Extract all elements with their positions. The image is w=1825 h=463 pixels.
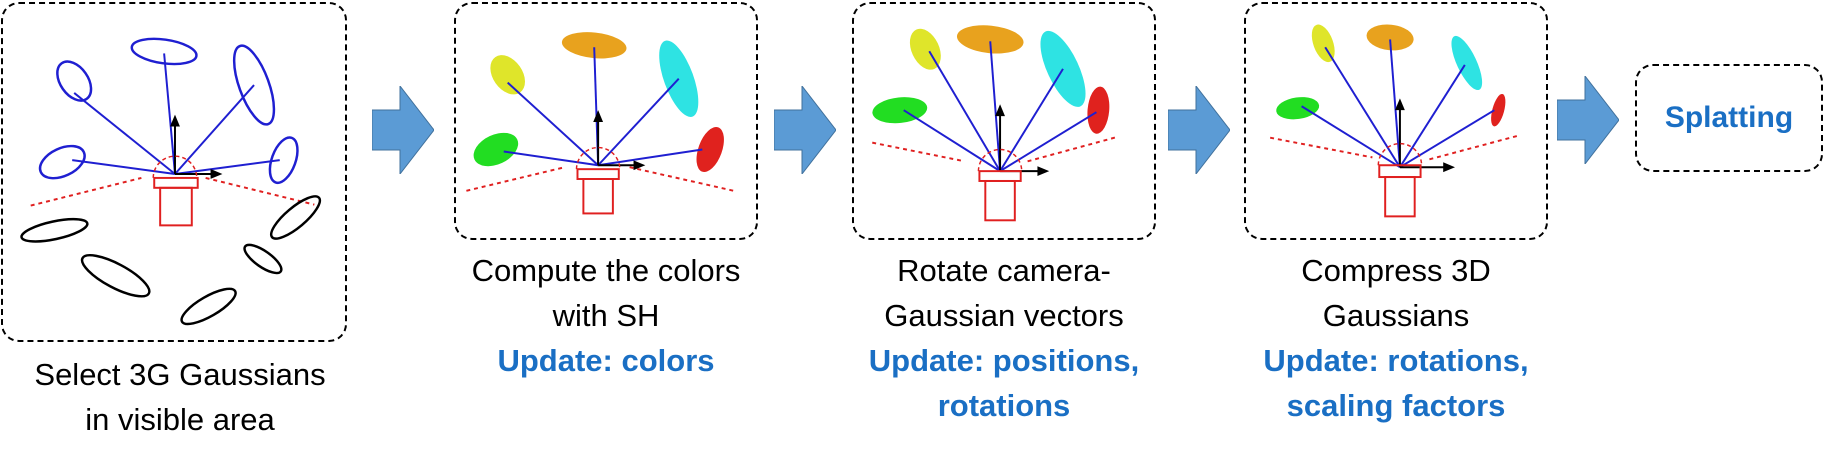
flow-arrow-icon [774,86,836,174]
caption-line: Gaussians [1322,298,1470,333]
update-label: Update: positions, [868,343,1140,378]
gaussian-ellipse [243,243,283,275]
gaussian-red [1491,93,1506,127]
update-label: scaling factors [1286,388,1506,423]
gaussian-ellipse [56,60,93,102]
camera-base [1384,176,1416,218]
diagram-compress-gaussians [1269,24,1519,218]
panel-compute-colors [454,2,758,240]
caption-line: Select 3G Gaussians [34,357,326,392]
camera-base [582,178,614,215]
gaussian-orange [561,32,627,59]
caption-line: Gaussian vectors [884,298,1124,333]
camera-body [576,168,620,180]
panel-rotate-vectors [852,2,1156,240]
camera-base [159,186,193,227]
camera-body [153,176,199,189]
gaussian-red [696,126,724,173]
caption-line: Compute the colors [471,253,741,288]
panel-splatting: Splatting [1635,64,1823,172]
flow-arrow-icon [372,86,434,174]
splatting-label: Splatting [1664,101,1794,134]
gaussian-green [473,132,519,167]
caption-step-3: Rotate camera- Gaussian vectors Update: … [834,248,1174,428]
gaussian-red [1087,86,1110,134]
gaussian-cyan [1451,35,1483,91]
gaussian-yellow [1311,24,1335,63]
caption-step-1: Select 3G Gaussians in visible area [0,352,360,442]
camera-base [984,179,1016,222]
update-label: Update: colors [497,343,715,378]
gaussian-ellipse [180,287,237,326]
gaussian-yellow [490,55,525,95]
camera-body [978,170,1022,182]
diagram-rotate-vectors [872,25,1119,222]
gaussian-ellipse [268,136,299,185]
caption-step-4: Compress 3D Gaussians Update: rotations,… [1226,248,1566,428]
gaussian-yellow [909,28,941,70]
diagram-select-gaussians [20,37,322,326]
flow-arrow-icon [1557,76,1619,164]
gaussian-orange [1366,24,1414,51]
gaussian-ellipse [80,254,151,298]
caption-line: with SH [552,298,660,333]
gaussian-ellipse [38,144,86,180]
update-label: Update: rotations, [1263,343,1529,378]
update-label: rotations [937,388,1071,423]
caption-step-2: Compute the colors with SH Update: color… [436,248,776,383]
caption-line: Rotate camera- [897,253,1111,288]
gaussian-ellipse [20,217,89,243]
diagram-compute-colors [466,32,735,215]
gaussian-ellipse [130,37,198,66]
panel-compress-gaussians [1244,2,1548,240]
panel-select-gaussians [1,2,347,342]
gaussian-ellipse [270,195,322,240]
gaussian-green [1276,97,1320,120]
gaussian-ellipse [232,44,276,126]
flow-arrow-icon [1168,86,1230,174]
caption-line: in visible area [85,402,275,437]
gaussian-orange [956,25,1024,54]
caption-line: Compress 3D [1301,253,1491,288]
